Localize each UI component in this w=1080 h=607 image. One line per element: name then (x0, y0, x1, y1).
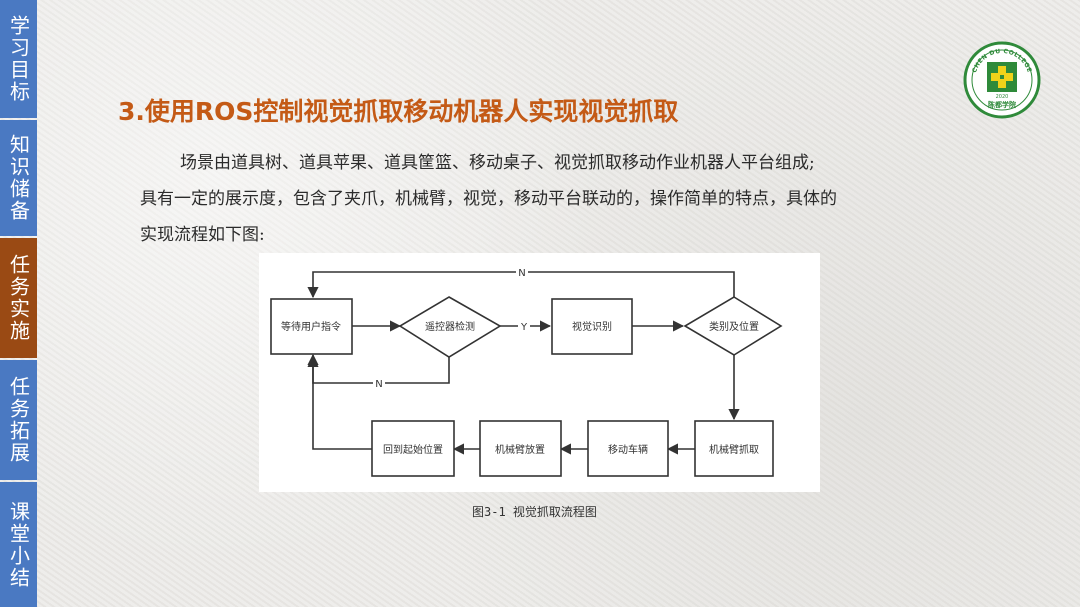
node-vision (551, 298, 633, 355)
flowchart-diagram: Y N N 等待用户指令 遥控器检测 视觉识别 类别及位置 机械臂抓取 移动车辆… (259, 253, 820, 492)
node-move-label: 移动车辆 (608, 443, 648, 456)
paragraph-line-3: 实现流程如下图: (140, 225, 265, 245)
edge-label-no-top: N (518, 268, 525, 279)
node-place-label: 机械臂放置 (495, 443, 545, 456)
sidebar-item-learning-goals[interactable]: 学习目标 (0, 0, 37, 118)
node-detect-label: 遥控器检测 (425, 320, 475, 333)
node-vision-label: 视觉识别 (572, 320, 612, 333)
flowchart-nodes (270, 296, 783, 477)
edge-return-to-wait (307, 355, 372, 450)
node-place (479, 420, 562, 477)
edge-label-yes: Y (520, 322, 528, 333)
sidebar-item-task-extension[interactable]: 任务拓展 (0, 360, 37, 480)
node-wait-label: 等待用户指令 (281, 320, 341, 333)
node-return-label: 回到起始位置 (383, 443, 443, 456)
sidebar-nav: 学习目标 知识储备 任务实施 任务拓展 课堂小结 (0, 0, 37, 607)
sidebar-item-summary[interactable]: 课堂小结 (0, 482, 37, 607)
edge-label-no-bottom: N (375, 379, 382, 390)
sidebar-item-task-implementation[interactable]: 任务实施 (0, 238, 37, 358)
node-detect (398, 296, 502, 358)
node-move (587, 420, 669, 477)
paragraph-line-1: 场景由道具树、道具苹果、道具筐篮、移动桌子、视觉抓取移动作业机器人平台组成; (180, 153, 815, 173)
sidebar-item-knowledge[interactable]: 知识储备 (0, 120, 37, 236)
node-return (371, 420, 455, 477)
node-wait (270, 298, 353, 355)
page-title: 3.使用ROS控制视觉抓取移动机器人实现视觉抓取 (118, 97, 679, 126)
node-classify (683, 296, 783, 356)
node-grab (694, 420, 774, 477)
node-classify-label: 类别及位置 (709, 320, 759, 333)
node-grab-label: 机械臂抓取 (709, 443, 759, 456)
logo-bottom-text: 陈都学院 (988, 100, 1016, 109)
college-logo: CHEN DU COLLEGE 2020 陈都学院 (963, 41, 1041, 119)
logo-year: 2020 (996, 94, 1009, 100)
description-paragraph: 场景由道具树、道具苹果、道具筐篮、移动桌子、视觉抓取移动作业机器人平台组成; 具… (140, 147, 1000, 255)
figure-caption: 图3-1 视觉抓取流程图 (472, 505, 597, 519)
paragraph-line-2: 具有一定的展示度，包含了夹爪，机械臂，视觉，移动平台联动的，操作简单的特点，具体… (140, 189, 837, 209)
